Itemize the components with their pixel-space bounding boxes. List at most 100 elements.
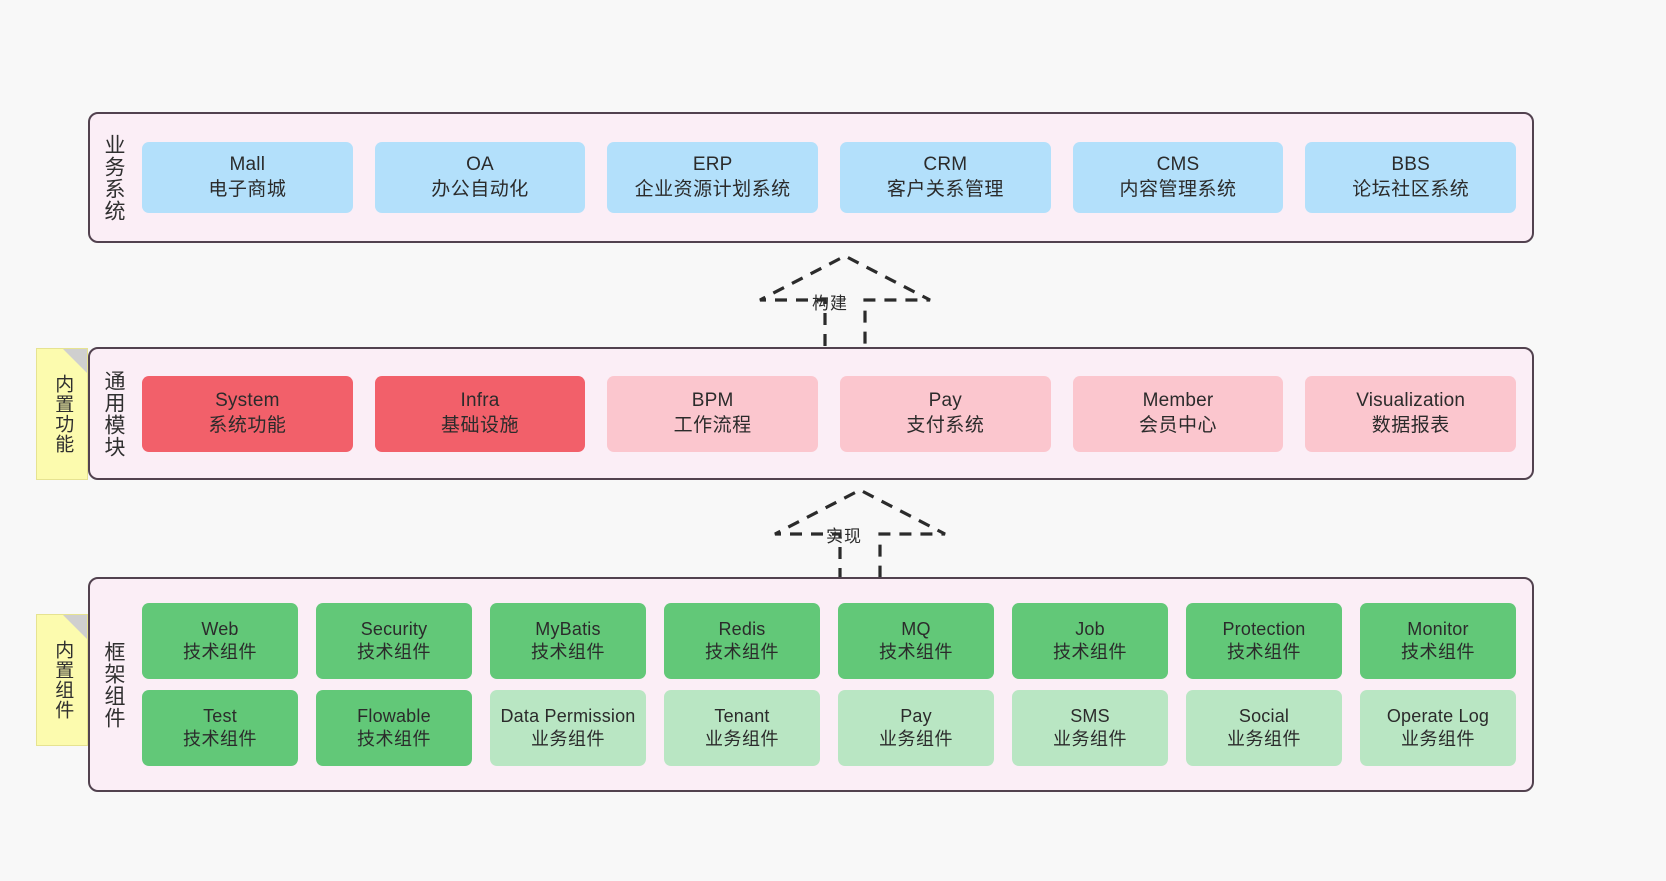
connector-build-label: 构建 [812,294,848,313]
node-social[interactable]: Social 业务组件 [1186,690,1342,766]
node-cms-cn: 内容管理系统 [1119,178,1237,200]
node-operate-log-cn: 业务组件 [1401,729,1475,749]
node-test-cn: 技术组件 [183,729,257,749]
node-job-cn: 技术组件 [1053,642,1127,662]
node-system-cn: 系统功能 [208,414,287,436]
node-visualization[interactable]: Visualization 数据报表 [1305,375,1517,452]
node-pay-component-en: Pay [900,705,932,726]
node-bbs[interactable]: BBS 论坛社区系统 [1305,142,1517,213]
layer-body-framework-component: Web 技术组件 Security 技术组件 MyBatis 技术组件 Redi… [136,579,1532,790]
node-mybatis[interactable]: MyBatis 技术组件 [490,603,646,679]
node-mybatis-cn: 技术组件 [531,642,605,662]
node-tenant[interactable]: Tenant 业务组件 [664,690,820,766]
node-cms-en: CMS [1156,154,1200,176]
node-flowable[interactable]: Flowable 技术组件 [316,690,472,766]
node-web[interactable]: Web 技术组件 [142,603,298,679]
node-mall[interactable]: Mall 电子商城 [142,142,353,213]
node-sms-en: SMS [1070,705,1110,726]
layer-body-common-module: System 系统功能 Infra 基础设施 BPM 工作流程 Pay 支付系统… [136,349,1532,478]
node-security-en: Security [360,618,428,639]
node-mq[interactable]: MQ 技术组件 [838,603,994,679]
node-bbs-en: BBS [1391,154,1430,176]
node-member-cn: 会员中心 [1139,414,1218,436]
node-redis-cn: 技术组件 [705,642,779,662]
node-social-cn: 业务组件 [1227,729,1301,749]
node-monitor-en: Monitor [1407,618,1469,639]
node-flowable-en: Flowable [357,705,431,726]
node-operate-log-en: Operate Log [1386,705,1490,726]
node-data-permission-en: Data Permission [500,705,636,726]
node-mall-en: Mall [229,154,266,176]
node-row: Mall 电子商城 OA 办公自动化 ERP 企业资源计划系统 CRM 客户关系… [142,142,1517,213]
node-pay-module-en: Pay [928,390,963,412]
node-redis-en: Redis [718,618,766,639]
node-system-en: System [215,390,280,412]
node-mybatis-en: MyBatis [535,618,601,639]
node-crm-cn: 客户关系管理 [886,178,1004,200]
node-sms[interactable]: SMS 业务组件 [1012,690,1168,766]
node-visualization-en: Visualization [1356,390,1466,412]
note-builtin-function: 内置功能 [36,348,88,480]
node-infra-en: Infra [460,390,500,412]
node-bpm-en: BPM [691,390,734,412]
node-row: System 系统功能 Infra 基础设施 BPM 工作流程 Pay 支付系统… [142,375,1517,452]
node-cms[interactable]: CMS 内容管理系统 [1072,142,1284,213]
layer-common-module: 通用模块 System 系统功能 Infra 基础设施 BPM 工作流程 Pay… [88,347,1534,480]
layer-framework-component: 框架组件 Web 技术组件 Security 技术组件 MyBatis 技术组件… [88,577,1534,792]
node-erp-en: ERP [692,154,733,176]
node-job[interactable]: Job 技术组件 [1012,603,1168,679]
node-member-en: Member [1142,390,1214,412]
connector-implement-label: 实现 [826,527,862,546]
layer-business-system: 业务系统 Mall 电子商城 OA 办公自动化 ERP 企业资源计划系统 CRM… [88,112,1534,243]
node-erp[interactable]: ERP 企业资源计划系统 [607,142,819,213]
node-test-en: Test [203,705,237,726]
node-erp-cn: 企业资源计划系统 [634,178,791,200]
node-infra-cn: 基础设施 [441,414,520,436]
layer-body-business-system: Mall 电子商城 OA 办公自动化 ERP 企业资源计划系统 CRM 客户关系… [136,114,1532,241]
node-web-en: Web [201,618,239,639]
node-sms-cn: 业务组件 [1053,729,1127,749]
node-crm[interactable]: CRM 客户关系管理 [840,142,1051,213]
node-monitor[interactable]: Monitor 技术组件 [1360,603,1516,679]
node-member[interactable]: Member 会员中心 [1072,375,1284,452]
node-mall-cn: 电子商城 [208,178,287,200]
node-protection[interactable]: Protection 技术组件 [1186,603,1342,679]
node-monitor-cn: 技术组件 [1401,642,1475,662]
node-bbs-cn: 论坛社区系统 [1352,178,1470,200]
node-tenant-en: Tenant [714,705,770,726]
node-row: Test 技术组件 Flowable 技术组件 Data Permission … [142,690,1516,766]
layer-title-common-module: 通用模块 [101,369,125,458]
node-social-en: Social [1238,705,1290,726]
note-fold-corner-icon [63,615,87,639]
note-builtin-component-text: 内置组件 [52,640,74,720]
node-mq-cn: 技术组件 [879,642,953,662]
node-job-en: Job [1075,618,1105,639]
node-web-cn: 技术组件 [183,642,257,662]
node-operate-log[interactable]: Operate Log 业务组件 [1360,690,1516,766]
layer-title-framework-component: 框架组件 [101,640,125,729]
node-oa-en: OA [466,154,494,176]
node-mq-en: MQ [901,618,931,639]
node-data-permission-cn: 业务组件 [531,729,605,749]
node-security-cn: 技术组件 [357,642,431,662]
node-redis[interactable]: Redis 技术组件 [664,603,820,679]
node-crm-en: CRM [923,154,968,176]
node-bpm[interactable]: BPM 工作流程 [607,375,819,452]
note-builtin-component: 内置组件 [36,614,88,746]
note-builtin-function-text: 内置功能 [52,374,74,454]
layer-title-business-system: 业务系统 [101,133,125,222]
node-test[interactable]: Test 技术组件 [142,690,298,766]
node-data-permission[interactable]: Data Permission 业务组件 [490,690,646,766]
node-security[interactable]: Security 技术组件 [316,603,472,679]
node-oa[interactable]: OA 办公自动化 [374,142,586,213]
node-tenant-cn: 业务组件 [705,729,779,749]
node-protection-cn: 技术组件 [1227,642,1301,662]
node-flowable-cn: 技术组件 [357,729,431,749]
node-pay-component[interactable]: Pay 业务组件 [838,690,994,766]
node-pay-module[interactable]: Pay 支付系统 [840,375,1051,452]
node-pay-component-cn: 业务组件 [879,729,953,749]
node-system[interactable]: System 系统功能 [142,375,353,452]
node-infra[interactable]: Infra 基础设施 [374,375,586,452]
node-row: Web 技术组件 Security 技术组件 MyBatis 技术组件 Redi… [142,603,1516,679]
